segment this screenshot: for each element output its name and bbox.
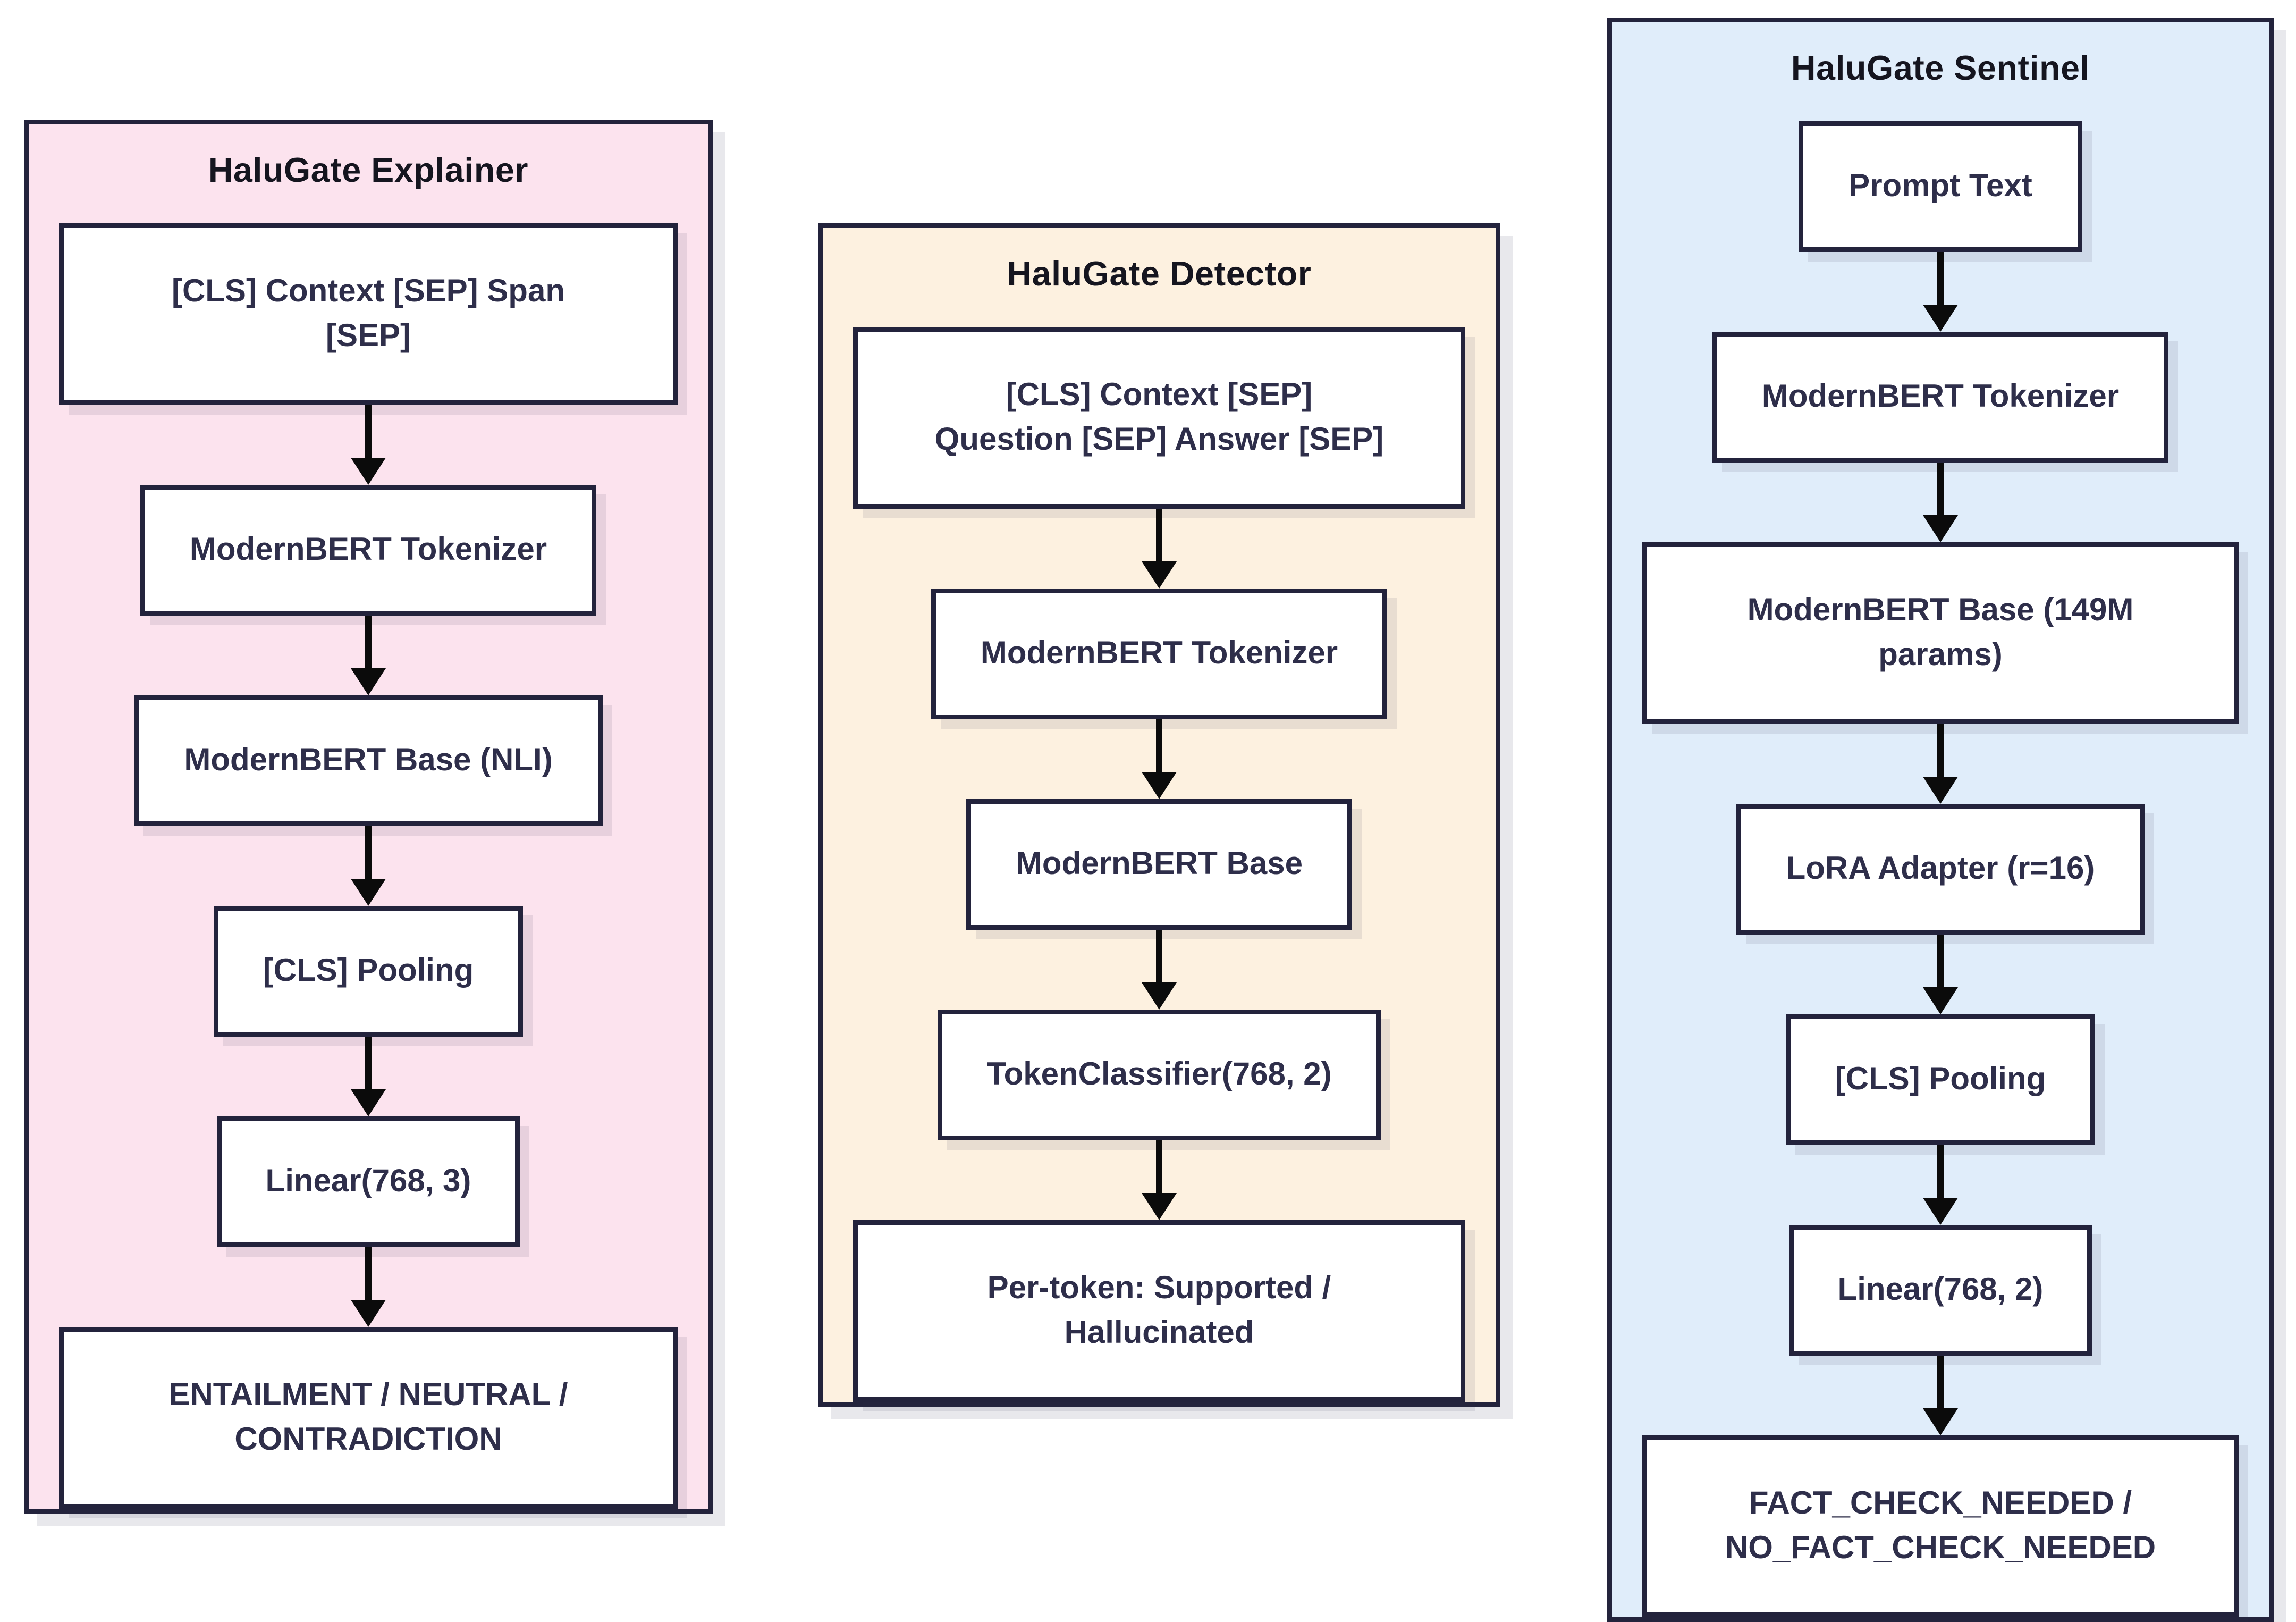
flow-node-line: TokenClassifier(768, 2): [986, 1057, 1332, 1092]
arrow-stem: [365, 1247, 372, 1300]
flow-node: TokenClassifier(768, 2): [937, 1010, 1381, 1140]
flow-node: [CLS] Context [SEP] Span [SEP]: [59, 223, 678, 405]
flow-node: ModernBERT Base (149M params): [1641, 542, 2240, 724]
flow-node: [CLS] Pooling: [213, 906, 524, 1037]
arrow-stem: [365, 1037, 372, 1089]
arrow-head: [351, 668, 386, 695]
arrow-down-icon: [351, 1247, 386, 1327]
flow-node-line: [SEP]: [325, 319, 411, 354]
arrow-stem: [1937, 1356, 1944, 1408]
arrow-head: [1142, 772, 1177, 799]
flow-node-line: [CLS] Pooling: [1835, 1062, 2046, 1097]
flow-node-line: [CLS] Pooling: [263, 954, 474, 989]
flow-node-line: params): [1878, 638, 2003, 673]
arrow-head: [1923, 1408, 1958, 1435]
flow-node: FACT_CHECK_NEEDED / NO_FACT_CHECK_NEEDED: [1641, 1435, 2240, 1617]
arrow-head: [1923, 987, 1958, 1014]
flow-node-line: Hallucinated: [1064, 1316, 1254, 1351]
arrow-stem: [1937, 935, 1944, 987]
flow-node: ModernBERT Tokenizer: [1712, 332, 2169, 463]
arrow-stem: [365, 405, 372, 458]
arrow-down-icon: [1923, 1356, 1958, 1435]
flow-node: ModernBERT Tokenizer: [931, 589, 1388, 719]
arrow-down-icon: [1923, 252, 1958, 332]
flow-node-line: Question [SEP] Answer [SEP]: [934, 423, 1384, 458]
arrow-head: [1923, 1198, 1958, 1225]
arrow-stem: [365, 826, 372, 879]
arrow-head: [351, 458, 386, 485]
flow-node-line: ModernBERT Tokenizer: [1761, 380, 2120, 415]
flow-node-line: Prompt Text: [1848, 169, 2032, 204]
flow-node-line: Linear(768, 3): [265, 1164, 471, 1199]
flow-node-line: ModernBERT Base: [1015, 847, 1303, 882]
panel-title-explainer: HaluGate Explainer: [208, 152, 529, 190]
flow-node: Per-token: Supported / Hallucinated: [852, 1220, 1465, 1402]
arrow-down-icon: [1923, 463, 1958, 542]
flow-node: ModernBERT Base (NLI): [134, 695, 602, 826]
panel-title-detector: HaluGate Detector: [1007, 255, 1312, 293]
flow-node: ENTAILMENT / NEUTRAL / CONTRADICTION: [59, 1327, 678, 1509]
arrow-head: [1923, 305, 1958, 332]
arrow-stem: [1937, 724, 1944, 777]
panel-title-sentinel: HaluGate Sentinel: [1791, 49, 2090, 88]
arrow-stem: [1937, 1145, 1944, 1198]
arrow-stem: [365, 616, 372, 668]
arrow-head: [1923, 515, 1958, 542]
flow-node-line: CONTRADICTION: [234, 1423, 502, 1458]
flow-node-line: ENTAILMENT / NEUTRAL /: [168, 1378, 568, 1413]
arrow-stem: [1156, 719, 1162, 772]
flow-node-line: Per-token: Supported /: [987, 1271, 1331, 1306]
arrow-down-icon: [1923, 935, 1958, 1014]
arrow-head: [1142, 982, 1177, 1010]
arrow-stem: [1156, 509, 1162, 561]
arrow-stem: [1937, 252, 1944, 305]
flow-explainer: [CLS] Context [SEP] Span [SEP] ModernBERT …: [29, 223, 708, 1509]
arrow-head: [1142, 1193, 1177, 1220]
flow-node-line: NO_FACT_CHECK_NEEDED: [1725, 1531, 2156, 1566]
flow-node-line: LoRA Adapter (r=16): [1786, 852, 2095, 887]
arrow-down-icon: [1142, 719, 1177, 799]
flow-node-line: [CLS] Context [SEP]: [1006, 378, 1313, 413]
arrow-down-icon: [1142, 930, 1177, 1010]
flow-node: ModernBERT Tokenizer: [140, 485, 597, 616]
arrow-down-icon: [351, 826, 386, 906]
flow-node-line: ModernBERT Tokenizer: [980, 636, 1338, 671]
panel-halugate-detector: HaluGate Detector [CLS] Context [SEP] Que…: [818, 223, 1500, 1407]
flow-node-line: ModernBERT Base (149M: [1747, 593, 2134, 628]
flow-node-line: ModernBERT Tokenizer: [189, 533, 547, 568]
arrow-head: [351, 879, 386, 906]
arrow-down-icon: [1142, 509, 1177, 589]
flow-node-line: Linear(768, 2): [1837, 1273, 2044, 1308]
flow-node: Linear(768, 3): [216, 1116, 521, 1247]
arrow-down-icon: [1142, 1140, 1177, 1220]
arrow-stem: [1156, 1140, 1162, 1193]
arrow-down-icon: [1923, 1145, 1958, 1225]
flow-node-line: [CLS] Context [SEP] Span: [171, 274, 565, 309]
flow-node: Prompt Text: [1799, 121, 2082, 252]
arrow-head: [351, 1300, 386, 1327]
arrow-down-icon: [351, 1037, 386, 1116]
flow-node: ModernBERT Base: [966, 799, 1353, 930]
flow-detector: [CLS] Context [SEP] Question [SEP] Answer…: [823, 327, 1496, 1402]
arrow-head: [351, 1089, 386, 1116]
arrow-stem: [1156, 930, 1162, 982]
arrow-head: [1923, 777, 1958, 804]
flow-node: [CLS] Pooling: [1785, 1014, 2096, 1145]
flow-node: LoRA Adapter (r=16): [1736, 804, 2145, 935]
flow-node-line: ModernBERT Base (NLI): [184, 743, 553, 778]
arrow-down-icon: [1923, 724, 1958, 804]
arrow-down-icon: [351, 405, 386, 485]
panel-halugate-explainer: HaluGate Explainer [CLS] Context [SEP] S…: [24, 120, 713, 1514]
arrow-down-icon: [351, 616, 386, 695]
arrow-head: [1142, 561, 1177, 589]
flow-node-line: FACT_CHECK_NEEDED /: [1749, 1486, 2132, 1522]
flow-node: [CLS] Context [SEP] Question [SEP] Answer…: [852, 327, 1465, 509]
arrow-stem: [1937, 463, 1944, 515]
flow-node: Linear(768, 2): [1788, 1225, 2093, 1356]
